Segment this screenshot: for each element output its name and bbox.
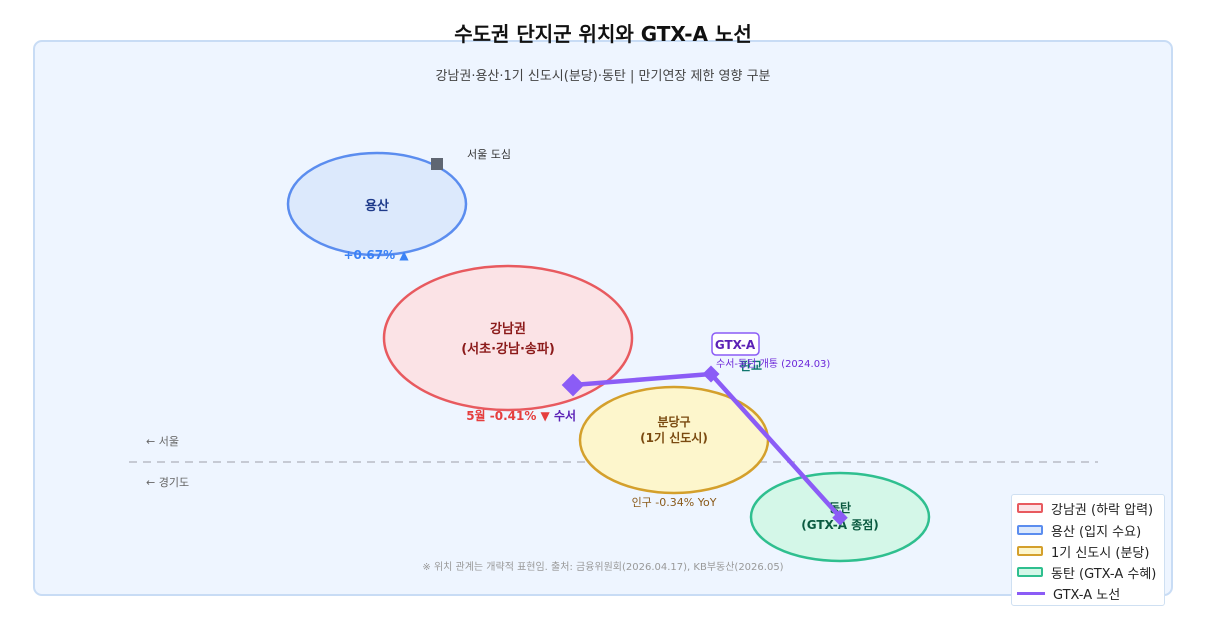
diagram-title: 수도권 단지군 위치와 GTX-A 노선 (454, 22, 752, 46)
downtown-label: 서울 도심 (467, 148, 511, 161)
bundang-swatch (1017, 546, 1043, 556)
dongtan-swatch (1017, 567, 1043, 577)
yongsan-label: 용산 (365, 198, 389, 214)
yongsan-region (286, 151, 468, 257)
bundang-label: 분당구 (657, 414, 690, 429)
gangnam-region (382, 264, 634, 412)
legend-item-gangnam: 강남권 (하락 압력) (1017, 498, 1153, 518)
gangnam-sublabel: (서초·강남·송파) (461, 341, 555, 357)
gangnam-label: 강남권 (490, 321, 526, 337)
yongsan-swatch (1017, 525, 1043, 535)
suseo-station-label: 수서 (554, 408, 576, 423)
diagram-subtitle: 강남권·용산·1기 신도시(분당)·동탄 | 만기연장 제한 영향 구분 (435, 69, 770, 84)
legend-label: 1기 신도시 (분당) (1051, 545, 1150, 561)
gtx-a-opening-note: 수서-동탄 개통 (2024.03) (716, 358, 830, 370)
gtx-line-swatch (1017, 591, 1045, 595)
legend-label: GTX-A 노선 (1053, 587, 1121, 603)
legend: 강남권 (하락 압력) 용산 (입지 수요) 1기 신도시 (분당) 동탄 (G… (1011, 494, 1165, 606)
gyeonggi-side-label: ← 경기도 (146, 476, 189, 489)
pangyo-station-marker (702, 365, 720, 383)
bundang-note: 인구 -0.34% YoY (632, 496, 717, 509)
legend-item-gtx: GTX-A 노선 (1017, 583, 1120, 603)
gtx-a-badge-label: GTX-A (715, 338, 756, 352)
downtown-marker (431, 158, 443, 170)
legend-label: 강남권 (하락 압력) (1051, 502, 1154, 518)
gtx-a-badge (711, 332, 760, 356)
source-footnote: ※ 위치 관계는 개략적 표현임. 출처: 금융위원회(2026.04.17),… (422, 560, 783, 573)
suseo-station-marker (561, 373, 585, 397)
legend-label: 용산 (입지 수요) (1051, 524, 1142, 540)
seoul-side-label: ← 서울 (146, 435, 179, 448)
legend-item-dongtan: 동탄 (GTX-A 수혜) (1017, 562, 1156, 582)
gangnam-swatch (1017, 503, 1043, 513)
legend-item-bundang: 1기 신도시 (분당) (1017, 541, 1149, 561)
gangnam-change: 5월 -0.41% ▼ (466, 408, 550, 423)
legend-item-yongsan: 용산 (입지 수요) (1017, 520, 1141, 540)
bundang-sublabel: (1기 신도시) (640, 430, 708, 445)
pangyo-station-label: 판교 (740, 358, 762, 373)
legend-label: 동탄 (GTX-A 수혜) (1051, 566, 1157, 582)
yongsan-change: +0.67% ▲ (343, 248, 409, 262)
